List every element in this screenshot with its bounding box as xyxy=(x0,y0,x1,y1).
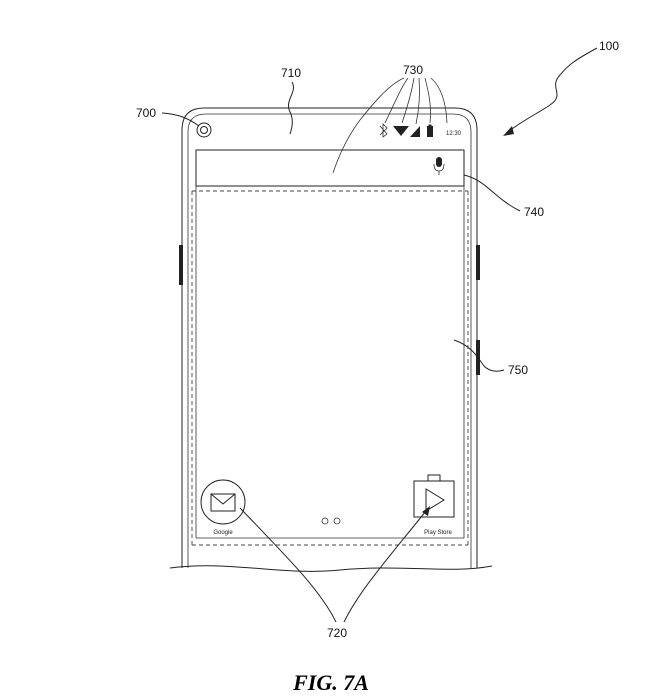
ref-720: 720 xyxy=(239,506,430,640)
device-break-line xyxy=(169,565,493,572)
mail-icon xyxy=(210,493,236,512)
page-dot-1[interactable] xyxy=(321,517,329,525)
ref-numeral-740: 740 xyxy=(524,205,544,219)
wifi-icon xyxy=(393,126,409,136)
right-side-button-upper xyxy=(476,245,480,280)
search-bar[interactable] xyxy=(195,149,465,187)
ref-100: 100 xyxy=(503,39,619,136)
ref-numeral-700: 700 xyxy=(136,106,156,120)
ref-740: 740 xyxy=(463,174,544,219)
app-icon-google[interactable]: Google xyxy=(200,479,246,536)
bluetooth-icon xyxy=(379,123,388,138)
app-label-google: Google xyxy=(213,530,233,536)
status-indicators: 12:30 xyxy=(379,123,462,138)
home-screen-area xyxy=(191,186,469,546)
battery-tip xyxy=(428,124,432,127)
figure-caption: FIG. 7A xyxy=(292,670,369,695)
page-dot-2[interactable] xyxy=(333,517,341,525)
status-time: 12:30 xyxy=(446,131,462,137)
ref-numeral-730: 730 xyxy=(403,63,423,77)
app-icon-play-store[interactable]: Play Store xyxy=(413,474,455,536)
left-side-button xyxy=(179,245,183,285)
ref-numeral-750: 750 xyxy=(508,363,528,377)
ref-730: 730 xyxy=(332,63,448,174)
ref-numeral-100: 100 xyxy=(599,39,619,53)
ref-700: 700 xyxy=(136,106,200,127)
arrowhead-720 xyxy=(422,506,430,516)
ref-750: 750 xyxy=(453,339,528,377)
front-camera xyxy=(196,122,212,138)
play-icon xyxy=(425,488,445,512)
app-label-play-store: Play Store xyxy=(424,530,452,536)
ref-numeral-710: 710 xyxy=(281,66,301,80)
signal-icon xyxy=(410,126,420,137)
page-indicator[interactable] xyxy=(321,517,341,525)
battery-icon xyxy=(427,126,433,137)
ref-710: 710 xyxy=(281,66,301,135)
microphone-icon[interactable] xyxy=(433,157,445,175)
ref-numeral-720: 720 xyxy=(327,626,347,640)
arrowhead-100 xyxy=(503,126,514,136)
phone-device xyxy=(169,107,493,572)
